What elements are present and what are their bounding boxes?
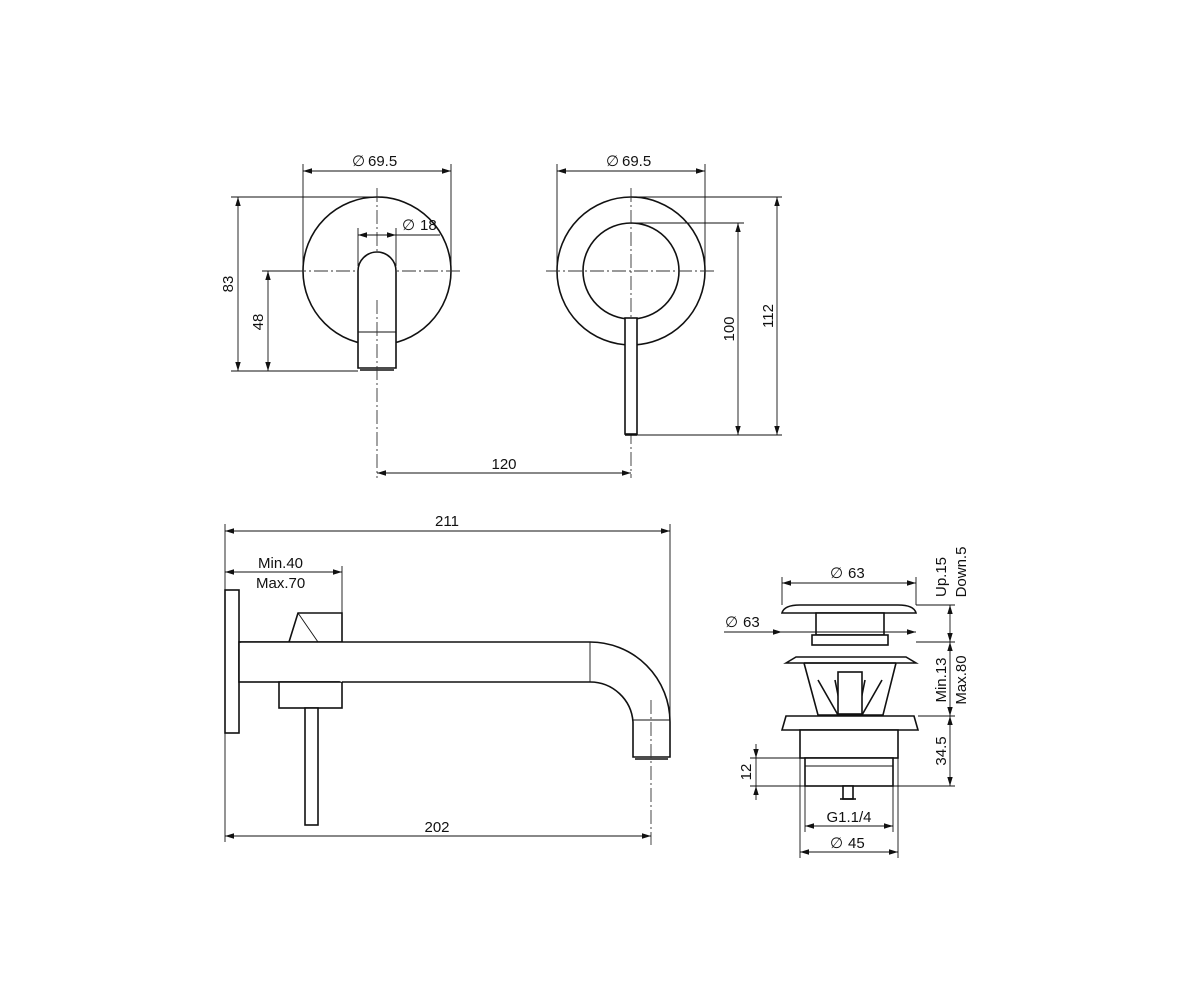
drain-max-label: Max.80 bbox=[953, 655, 970, 704]
drain-pin bbox=[842, 785, 854, 800]
front-dim-695-label: 69.5 bbox=[368, 153, 397, 170]
drain-cap bbox=[780, 604, 918, 614]
front-dim-18-label: 18 bbox=[420, 217, 437, 234]
side-dim-211-label: 211 bbox=[435, 513, 459, 530]
side-min-label: Min.40 bbox=[258, 555, 303, 572]
side-dim-202-label: 202 bbox=[424, 819, 449, 836]
front-dim-695-symbol: ∅ bbox=[352, 153, 365, 170]
drain-min-label: Min.13 bbox=[933, 657, 950, 702]
drain-dim-45-label: 45 bbox=[848, 835, 865, 852]
drain-thread-label: G1.1/4 bbox=[826, 809, 871, 826]
drain-body-flange bbox=[780, 715, 920, 731]
drain-dim-63-second-symbol: ∅ bbox=[725, 614, 738, 631]
front-dim-18-symbol: ∅ bbox=[402, 217, 415, 234]
drain-flange bbox=[783, 656, 919, 664]
drain-up-label: Up.15 bbox=[933, 557, 950, 597]
front-view: ∅ 69.5 ∅ 18 83 48 bbox=[220, 153, 462, 478]
spacing-dimension: 120 bbox=[377, 456, 631, 476]
drain-cage-hub bbox=[837, 671, 863, 715]
drain-dim-345-label: 34.5 bbox=[933, 736, 950, 765]
drain-view: ∅ 63 ∅ 63 Up.15 Down.5 Min.13 Max.80 34.… bbox=[724, 547, 970, 858]
drain-dim-63-top-label: 63 bbox=[848, 565, 865, 582]
drain-thread bbox=[804, 757, 894, 787]
side-wedge-line bbox=[297, 612, 319, 643]
side-view: 211 Min.40 Max.70 202 bbox=[224, 513, 671, 845]
rear-dim-695-label: 69.5 bbox=[622, 153, 651, 170]
rear-dim-695-symbol: ∅ bbox=[606, 153, 619, 170]
front-dim-83-label: 83 bbox=[220, 276, 237, 293]
spacing-dim-120-label: 120 bbox=[491, 456, 516, 473]
drain-dim-45-symbol: ∅ bbox=[830, 835, 843, 852]
drain-dim-63-top-symbol: ∅ bbox=[830, 565, 843, 582]
side-spout bbox=[239, 641, 671, 758]
side-wall-plate bbox=[224, 589, 240, 734]
rear-lever bbox=[624, 317, 638, 435]
drain-down-label: Down.5 bbox=[953, 547, 970, 598]
drain-dim-12-label: 12 bbox=[738, 764, 755, 781]
rear-view: ∅ 69.5 100 112 bbox=[546, 153, 782, 478]
side-body-lower bbox=[278, 681, 343, 709]
side-max-label: Max.70 bbox=[256, 575, 305, 592]
drain-dim-63-second-label: 63 bbox=[743, 614, 760, 631]
rear-dim-100-label: 100 bbox=[721, 316, 738, 341]
drain-body bbox=[799, 729, 899, 759]
rear-dim-112-label: 112 bbox=[760, 304, 777, 328]
front-dim-48-label: 48 bbox=[250, 314, 267, 331]
side-lever bbox=[304, 707, 319, 826]
drain-stem-collar bbox=[811, 634, 889, 646]
